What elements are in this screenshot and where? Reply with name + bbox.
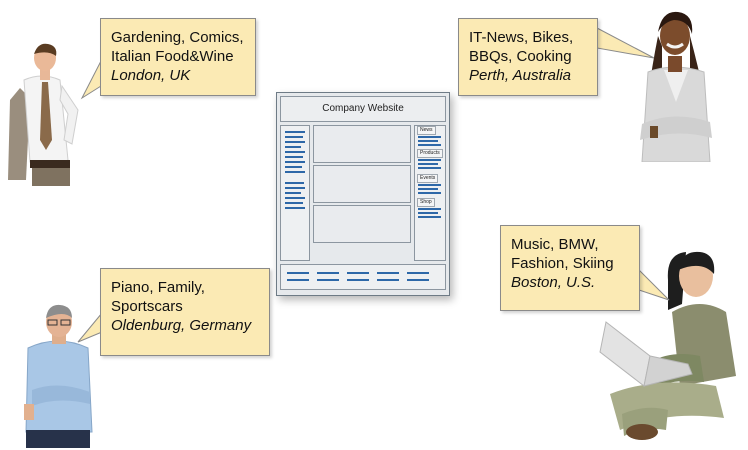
persona-location: Oldenburg, Germany	[111, 317, 252, 334]
persona-man-london-icon	[8, 43, 79, 186]
persona-interests-line1: Gardening, Comics,	[111, 29, 244, 46]
persona-man-oldenburg-icon	[24, 304, 93, 448]
bubble-pointer-2	[594, 27, 655, 59]
persona-interests-line1: Music, BMW,	[511, 236, 599, 253]
right-nav-column: News Products Events Shop	[414, 125, 446, 261]
persona-bubble-boston: Music, BMW, Fashion, Skiing Boston, U.S.	[500, 225, 640, 311]
website-footer	[280, 264, 446, 290]
left-nav-column	[280, 125, 310, 261]
persona-woman-boston-icon	[599, 251, 736, 440]
sidebar-label-news: News	[417, 126, 436, 135]
content-block	[313, 205, 411, 243]
persona-interests-line1: Piano, Family,	[111, 279, 205, 296]
persona-woman-perth-icon	[640, 11, 712, 162]
website-header: Company Website	[280, 96, 446, 122]
content-block	[313, 165, 411, 203]
persona-bubble-perth: IT-News, Bikes, BBQs, Cooking Perth, Aus…	[458, 18, 598, 96]
content-block	[313, 125, 411, 163]
sidebar-label-shop: Shop	[417, 198, 435, 207]
bubble-pointer-4	[636, 268, 670, 301]
persona-location: Perth, Australia	[469, 67, 571, 84]
sidebar-label-events: Events	[417, 174, 439, 183]
persona-interests-line2: Italian Food&Wine	[111, 48, 234, 65]
persona-interests-line2: Sportscars	[111, 298, 183, 315]
persona-interests-line2: Fashion, Skiing	[511, 255, 614, 272]
persona-location: Boston, U.S.	[511, 274, 596, 291]
persona-bubble-london: Gardening, Comics, Italian Food&Wine Lon…	[100, 18, 256, 96]
persona-location: London, UK	[111, 67, 191, 84]
sidebar-label-products: Products	[417, 149, 443, 158]
company-website-mockup: Company Website News Products Events	[276, 92, 450, 296]
persona-interests-line1: IT-News, Bikes,	[469, 29, 574, 46]
persona-interests-line2: BBQs, Cooking	[469, 48, 572, 65]
persona-bubble-oldenburg: Piano, Family, Sportscars Oldenburg, Ger…	[100, 268, 270, 356]
